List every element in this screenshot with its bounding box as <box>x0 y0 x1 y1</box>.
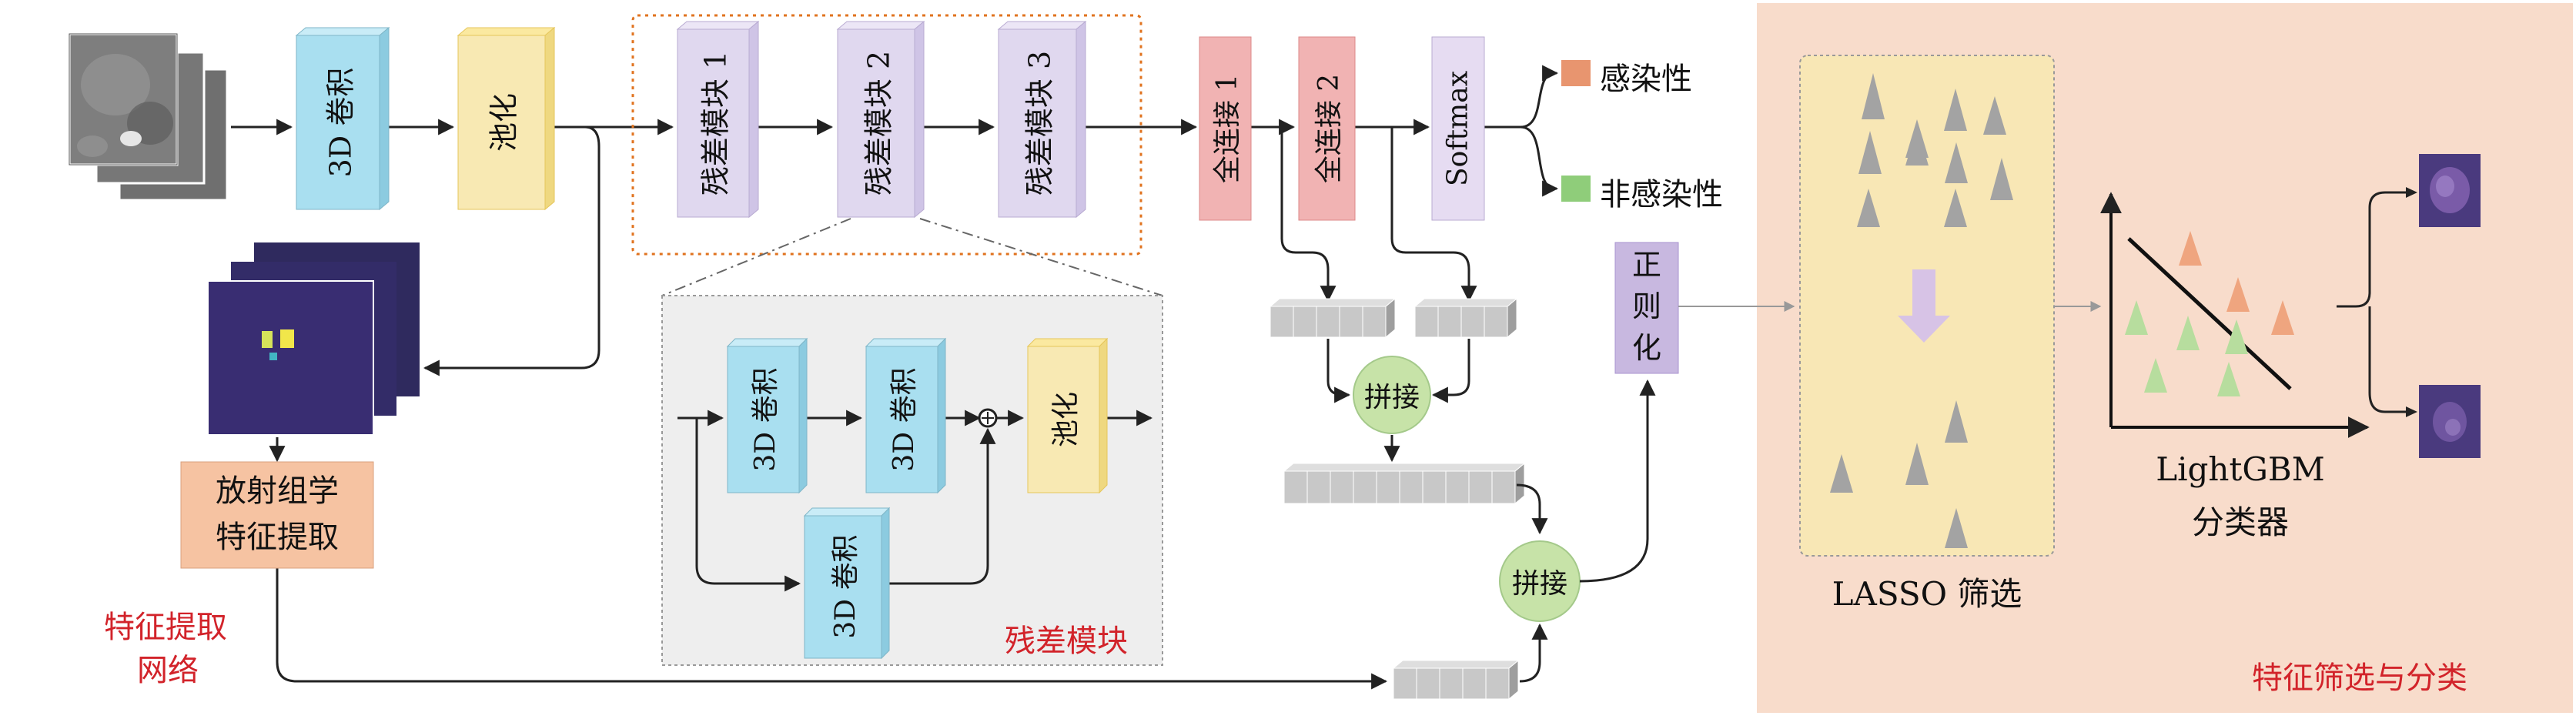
fc1-feature-vector <box>1269 297 1397 339</box>
concat-label-1: 拼接 <box>1363 382 1420 413</box>
radiomics-box <box>180 461 374 569</box>
res3-label: 残差模块 3 <box>1022 50 1057 196</box>
feature-heatmap-stack <box>207 242 420 436</box>
res-block-1 <box>676 20 760 219</box>
combined-feature-vector <box>1283 462 1526 505</box>
conv3d-block <box>295 26 390 211</box>
res1-label: 残差模块 1 <box>698 50 733 196</box>
fc2-label: 全连接 2 <box>1313 73 1345 184</box>
fc1-label: 全连接 1 <box>1212 73 1243 184</box>
softmax-label: Softmax <box>1442 70 1474 187</box>
softmax-block <box>1431 36 1485 221</box>
output-thumbnail-top <box>2419 154 2481 227</box>
regularize-char-3: 化 <box>1631 331 1661 365</box>
classifier-plot <box>2100 192 2370 438</box>
res2-label: 残差模块 2 <box>861 50 896 196</box>
pool-block <box>457 26 556 211</box>
detail-pool-block <box>1026 337 1109 494</box>
infected-label: 感染性 <box>1600 62 1692 97</box>
classifier-label-line1: LightGBM <box>2156 450 2325 488</box>
feature-net-label-line2: 网络 <box>137 653 199 688</box>
detail-conv-label-2: 3D 卷积 <box>888 367 920 472</box>
regularize-char-2: 则 <box>1631 289 1661 323</box>
fc2-block <box>1298 36 1356 221</box>
non-infected-square <box>1561 176 1591 202</box>
detail-conv-label-3: 3D 卷积 <box>830 534 861 639</box>
detail-conv-block-2 <box>865 337 947 494</box>
res-detail-title: 残差模块 <box>1005 624 1128 659</box>
ct-image-stack <box>68 32 229 202</box>
regularization-block <box>1614 242 1679 374</box>
pool-label: 池化 <box>487 92 521 152</box>
infected-square <box>1561 60 1591 86</box>
output-brace <box>2337 191 2406 413</box>
regularize-char-1: 正 <box>1631 248 1661 282</box>
radiomics-feature-vector <box>1392 659 1520 701</box>
res-block-2 <box>836 20 925 219</box>
fc2-feature-vector <box>1413 297 1518 339</box>
detail-pool-label: 池化 <box>1050 391 1082 448</box>
output-thumbnail-bottom <box>2419 385 2481 458</box>
detail-conv-block-1 <box>726 337 808 494</box>
residual-group-box <box>631 14 1142 256</box>
conv3d-label: 3D 卷积 <box>323 67 358 178</box>
lasso-down-arrow <box>1898 269 1950 343</box>
detail-conv-label-1: 3D 卷积 <box>750 367 781 472</box>
non-infected-label: 非感染性 <box>1600 177 1723 212</box>
lasso-feature-triangles <box>1830 73 2013 548</box>
feature-net-label-line1: 特征提取 <box>104 610 227 645</box>
radiomics-label-line1: 放射组学 <box>216 473 339 509</box>
concat-label-2: 拼接 <box>1511 568 1568 600</box>
fc1-block <box>1199 36 1252 221</box>
classifier-label-line2: 分类器 <box>2191 503 2289 541</box>
concat-node-1 <box>1353 356 1431 434</box>
lasso-label: LASSO 筛选 <box>1832 575 2022 613</box>
res-block-3 <box>997 20 1087 219</box>
stage-label: 特征筛选与分类 <box>2252 660 2467 696</box>
detail-conv-block-3 <box>803 507 891 660</box>
radiomics-label-line2: 特征提取 <box>216 520 339 555</box>
